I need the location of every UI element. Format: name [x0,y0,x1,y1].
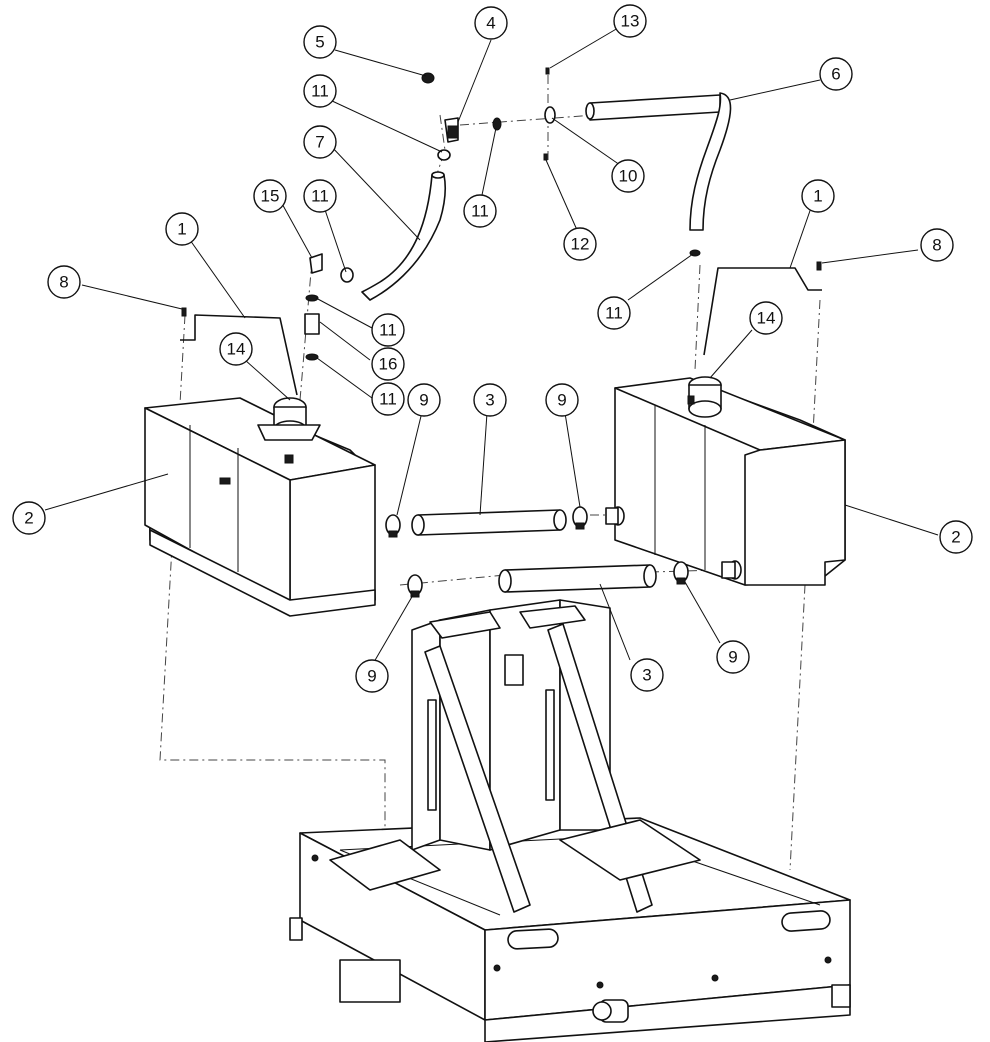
callout-2: 2 [12,501,46,535]
callout-9: 9 [407,383,441,417]
callout-5: 5 [303,25,337,59]
callout-label: 8 [59,273,68,292]
callout-label: 14 [757,309,776,328]
callout-11: 11 [303,179,337,213]
callout-label: 11 [379,321,397,340]
callout-10: 10 [611,159,645,193]
callout-label: 11 [605,304,623,323]
callout-6: 6 [819,57,853,91]
callout-15: 15 [253,179,287,213]
callout-16: 16 [371,347,405,381]
callout-label: 3 [485,391,494,410]
clamps [385,506,689,598]
callout-label: 8 [932,236,941,255]
callout-9: 9 [716,640,750,674]
callout-label: 14 [227,340,246,359]
callout-1: 1 [801,179,835,213]
callout-label: 11 [311,82,329,101]
leader-lines [44,27,939,663]
right-tank [605,376,846,586]
callout-11: 11 [371,313,405,347]
callout-label: 2 [24,509,33,528]
hose-lower [498,564,657,593]
callout-8: 8 [47,265,81,299]
callout-label: 11 [311,187,329,206]
vent-hose-right [543,67,732,257]
callout-9: 9 [355,659,389,693]
callout-label: 16 [379,355,398,374]
callout-11: 11 [463,194,497,228]
callout-label: 1 [177,220,186,239]
callout-11: 11 [597,296,631,330]
callout-1: 1 [165,212,199,246]
callout-label: 9 [728,648,737,667]
callout-label: 2 [951,528,960,547]
callout-label: 10 [619,167,638,186]
callout-label: 6 [831,65,840,84]
left-tank [144,397,376,617]
callout-3: 3 [473,383,507,417]
hose-upper [411,509,567,536]
callout-14: 14 [749,301,783,335]
callout-label: 7 [315,133,324,152]
callout-label: 12 [571,235,590,254]
callout-13: 13 [613,4,647,38]
callout-label: 13 [621,12,640,31]
callout-label: 1 [813,187,822,206]
callout-label: 15 [261,187,280,206]
callout-label: 11 [471,202,489,221]
callout-label: 5 [315,33,324,52]
callout-3: 3 [630,658,664,692]
callout-label: 4 [486,14,495,33]
callout-9: 9 [545,383,579,417]
callout-4: 4 [474,6,508,40]
vent-hose-left [304,72,502,361]
callout-label: 9 [557,391,566,410]
callout-label: 9 [419,391,428,410]
frame-assembly [289,599,851,1042]
callout-2: 2 [939,520,973,554]
callout-14: 14 [219,332,253,366]
straps [180,261,822,396]
callout-11: 11 [371,382,405,416]
callout-label: 11 [379,390,397,409]
callout-label: 3 [642,666,651,685]
callout-label: 9 [367,667,376,686]
callout-12: 12 [563,227,597,261]
callout-7: 7 [303,125,337,159]
callout-8: 8 [920,228,954,262]
callout-11: 11 [303,74,337,108]
